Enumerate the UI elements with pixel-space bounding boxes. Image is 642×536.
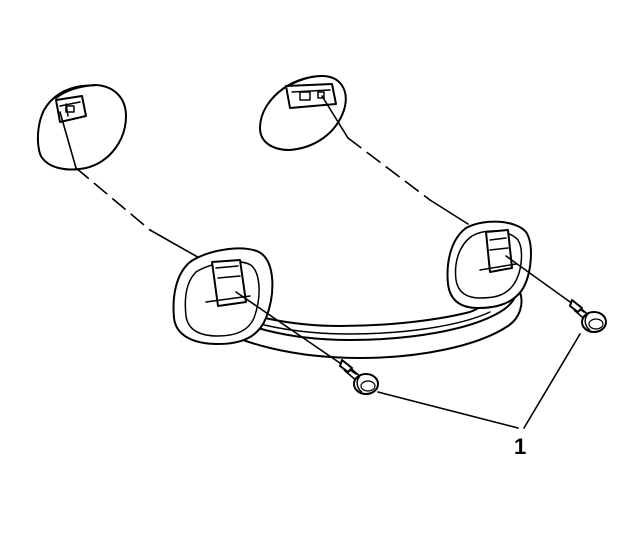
callout-leaders [377,333,581,429]
callout-number-1: 1 [514,434,526,459]
right-mounting-pad [259,75,347,151]
left-mounting-pad [36,84,127,171]
left-screw [339,359,379,395]
screw-leader-lines [235,255,585,375]
alignment-lines [59,95,469,265]
assist-handle [172,220,532,359]
right-screw [569,299,607,333]
